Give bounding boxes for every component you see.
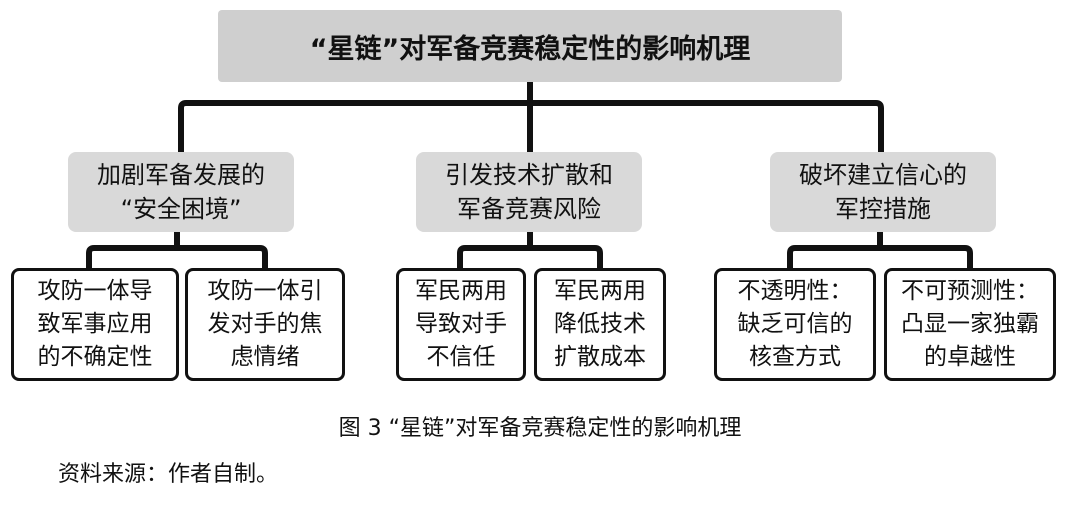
leaf-line: 发对手的焦	[207, 311, 323, 337]
leaf-line: 的不确定性	[37, 344, 153, 370]
leaf-node: 军民两用 降低技术 扩散成本	[534, 268, 666, 381]
leaf-line: 不信任	[426, 344, 496, 370]
leaf-line: 攻防一体引	[207, 278, 323, 304]
leaf-line: 导致对手	[415, 311, 507, 337]
branch-node-tech-diffusion: 引发技术扩散和 军备竞赛风险	[416, 152, 642, 232]
branch-line-2: 军控措施	[835, 195, 931, 223]
leaf-line: 降低技术	[554, 311, 646, 337]
root-node: “星链”对军备竞赛稳定性的影响机理	[218, 10, 842, 82]
branch-line-2: 军备竞赛风险	[457, 195, 601, 223]
leaf-line: 攻防一体导	[37, 278, 153, 304]
leaf-line: 虑情绪	[230, 344, 300, 370]
source-note: 资料来源：作者自制。	[58, 462, 279, 487]
branch-node-arms-development: 加剧军备发展的 “安全困境”	[68, 152, 294, 232]
leaf-node: 攻防一体引 发对手的焦 虑情绪	[185, 268, 345, 381]
leaf-node: 攻防一体导 致军事应用 的不确定性	[11, 268, 179, 381]
leaf-line: 致军事应用	[37, 311, 153, 337]
figure-caption: 图 3 “星链”对军备竞赛稳定性的影响机理	[338, 416, 742, 441]
leaf-line: 不透明性：	[737, 278, 853, 304]
leaf-line: 缺乏可信的	[737, 311, 853, 337]
branch-line-1: 破坏建立信心的	[799, 161, 967, 189]
leaf-line: 的卓越性	[924, 344, 1016, 370]
connector-lines	[86, 79, 973, 271]
branch-line-2: “安全困境”	[120, 195, 242, 223]
leaf-line: 不可预测性：	[901, 278, 1039, 304]
leaf-line: 凸显一家独霸	[901, 311, 1039, 337]
leaf-line: 核查方式	[749, 344, 841, 370]
branch-line-1: 引发技术扩散和	[445, 161, 613, 189]
root-label: “星链”对军备竞赛稳定性的影响机理	[309, 33, 751, 65]
leaf-node: 军民两用 导致对手 不信任	[396, 268, 526, 381]
branch-line-1: 加剧军备发展的	[97, 161, 265, 189]
leaf-node: 不可预测性： 凸显一家独霸 的卓越性	[884, 268, 1056, 381]
leaf-line: 军民两用	[554, 278, 646, 304]
leaf-line: 军民两用	[415, 278, 507, 304]
leaf-line: 扩散成本	[554, 344, 646, 370]
leaf-node: 不透明性： 缺乏可信的 核查方式	[714, 268, 876, 381]
branch-node-arms-control: 破坏建立信心的 军控措施	[770, 152, 996, 232]
